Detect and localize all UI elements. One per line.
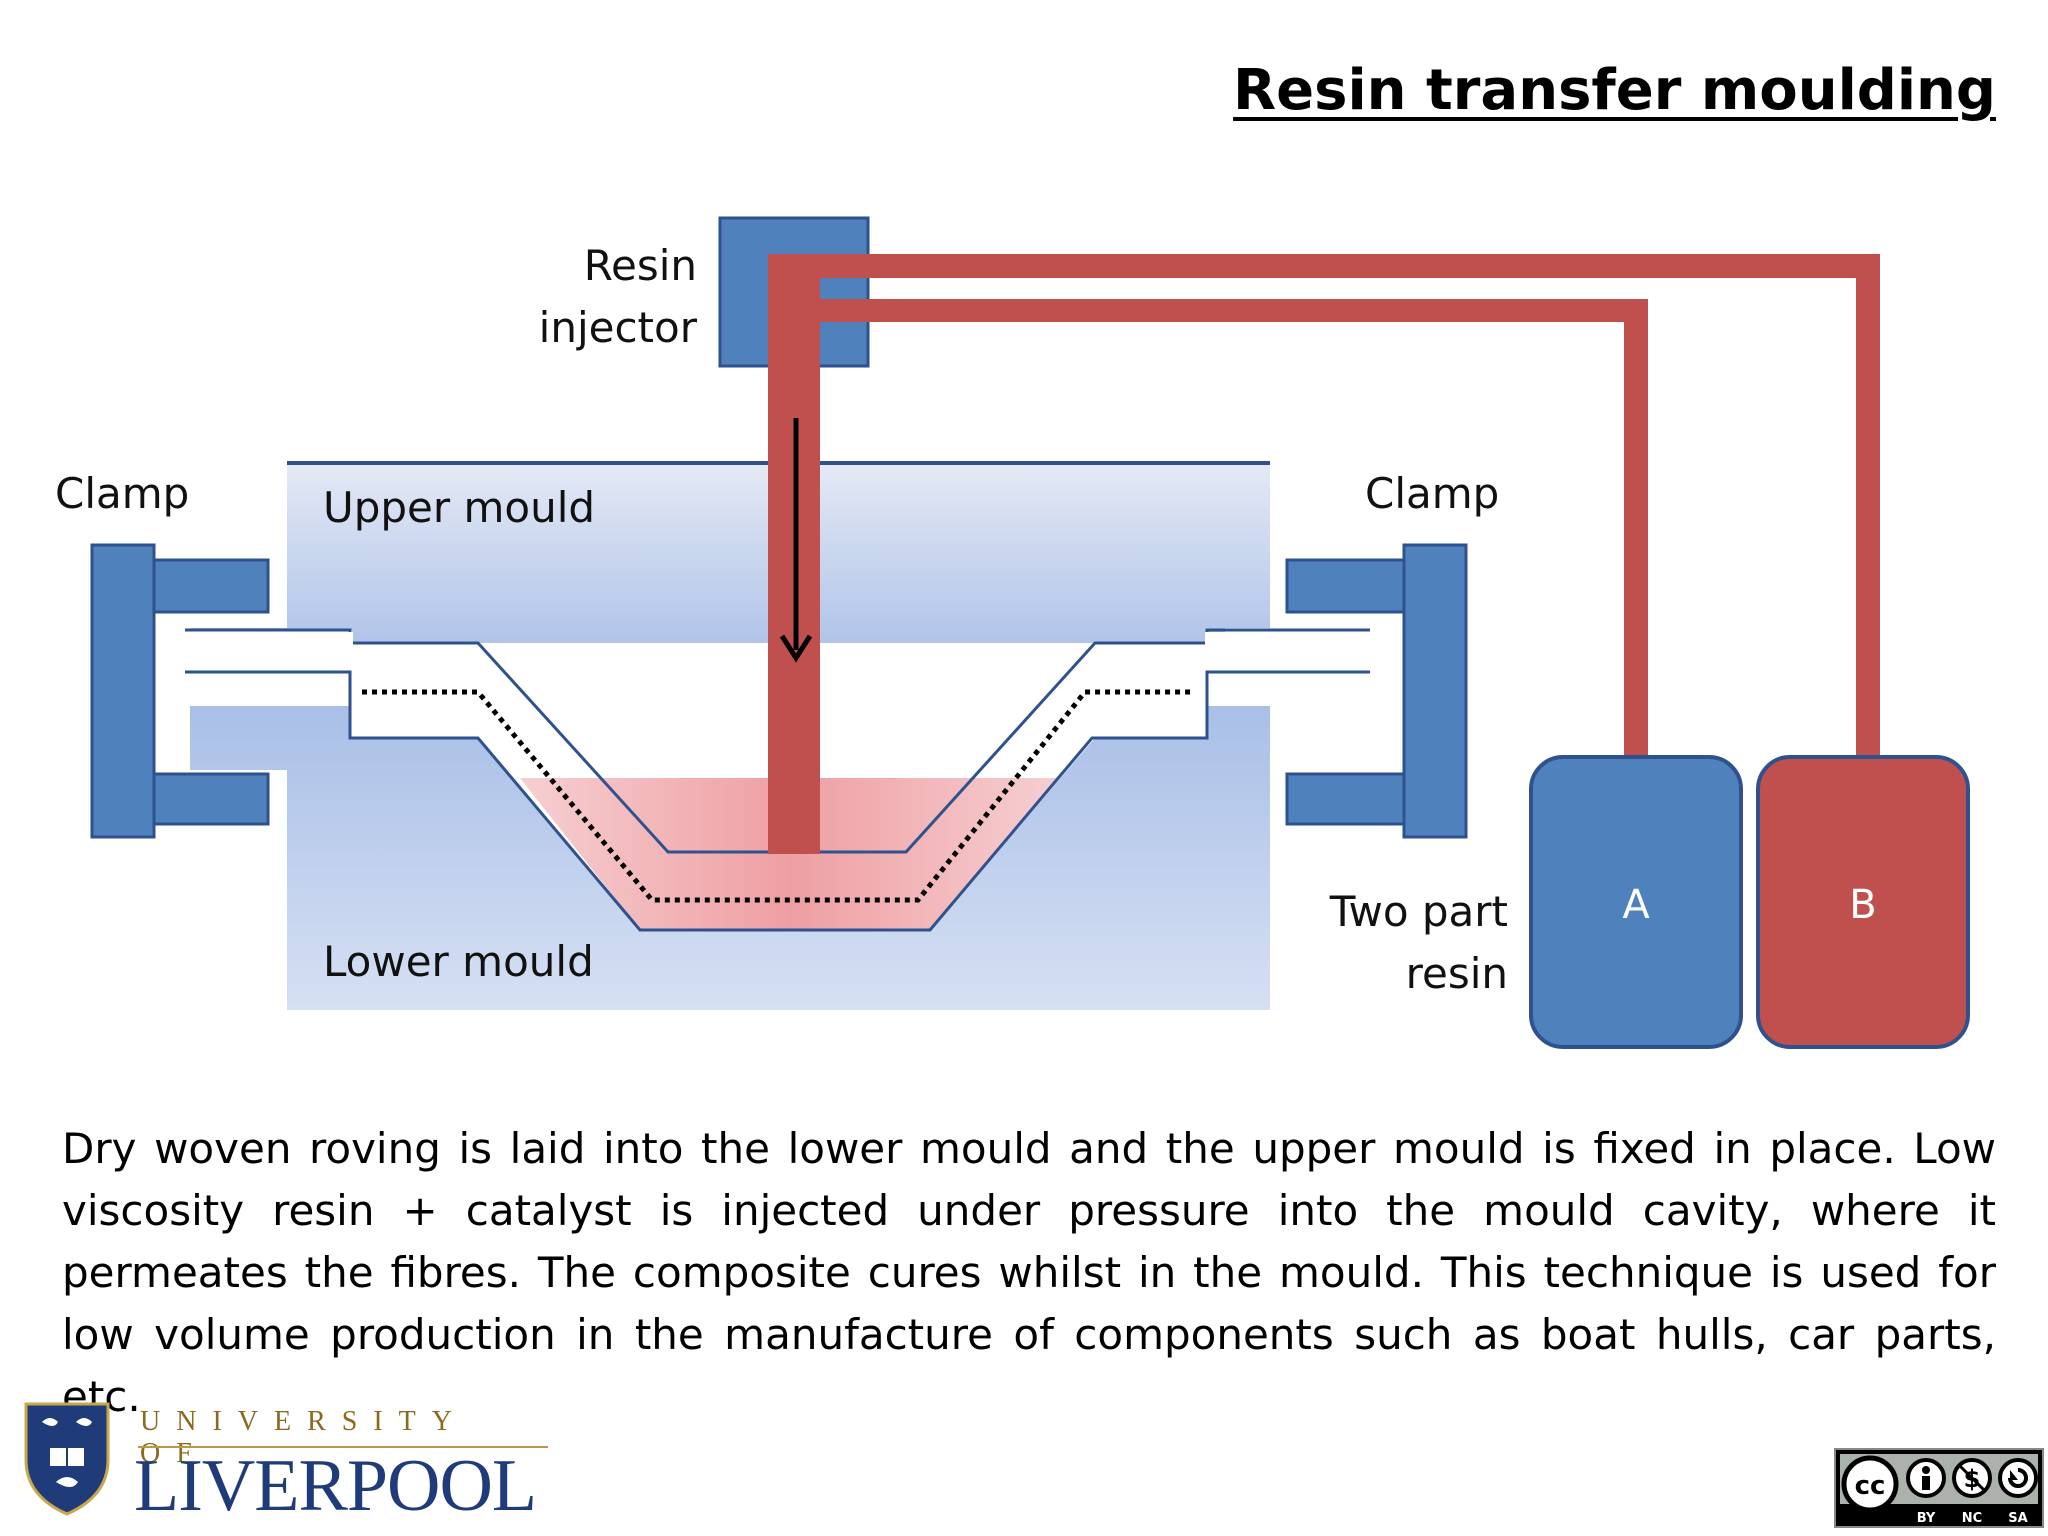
license-by: BY — [1917, 1511, 1936, 1526]
description-text: Dry woven roving is laid into the lower … — [62, 1124, 1996, 1421]
logo-main-text: LIVERPOOL — [134, 1445, 537, 1527]
woven-roving — [362, 689, 1192, 903]
part-b-label: B — [1849, 882, 1876, 928]
clamp-left-label: Clamp — [55, 469, 189, 518]
university-logo: UNIVERSITY OF LIVERPOOL — [22, 1400, 548, 1527]
upper-mould — [190, 463, 1270, 670]
flow-arrow — [779, 418, 813, 663]
page-title: Resin transfer moulding — [1233, 58, 1996, 123]
resin-part-a — [1529, 755, 1743, 1049]
cc-icon — [1841, 1455, 1899, 1513]
lower-mould — [190, 706, 1270, 1010]
resin-injector-label-1: Resin — [584, 241, 697, 290]
license-sa: SA — [2008, 1511, 2027, 1526]
right-clamp — [1285, 543, 1468, 839]
resin-injector-label-2: injector — [539, 303, 698, 352]
logo-top-text: UNIVERSITY OF — [140, 1406, 467, 1469]
cc-badge-text: cc — [1855, 1471, 1886, 1501]
lower-mould-label: Lower mould — [323, 937, 594, 986]
two-part-label-2: resin — [1406, 949, 1508, 998]
cc-license-badge: cc $ BY NC SA — [1834, 1448, 2044, 1528]
crest-icon — [24, 1402, 110, 1516]
logo-divider — [138, 1446, 548, 1448]
resin-part-b — [1756, 755, 1970, 1049]
upper-mould-label: Upper mould — [323, 483, 595, 532]
two-part-label-1: Two part — [1329, 887, 1508, 936]
part-a-label: A — [1622, 882, 1650, 928]
sa-icon — [1998, 1458, 2038, 1498]
license-nc: NC — [1962, 1511, 1982, 1526]
left-clamp — [90, 543, 270, 839]
clamp-right-label: Clamp — [1365, 469, 1499, 518]
